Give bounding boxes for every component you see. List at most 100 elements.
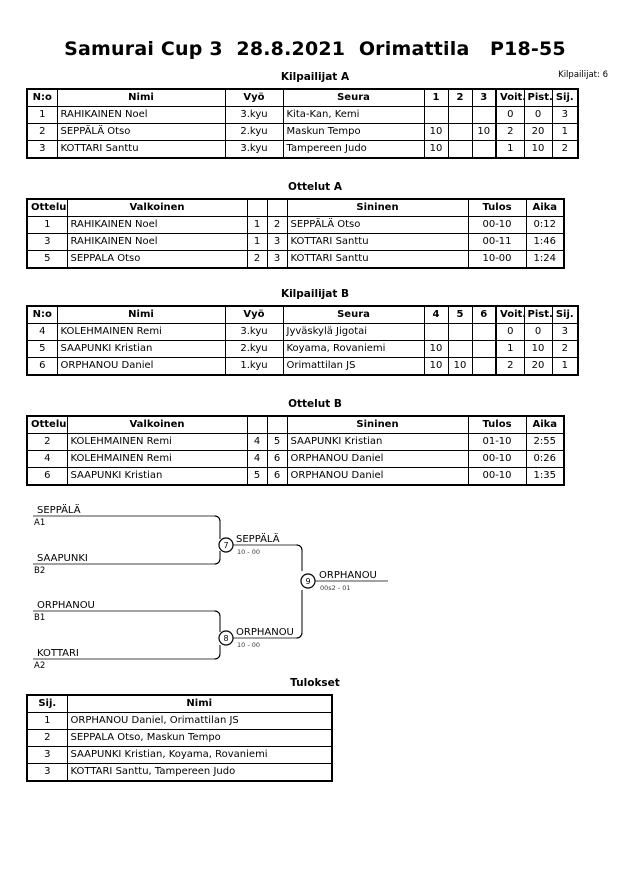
caption-matches-a: Ottelut A [288, 181, 342, 193]
col-white-no [246, 198, 268, 217]
cell-club: Koyama, Rovaniemi [282, 340, 425, 358]
cell-rank: 3 [551, 323, 579, 341]
cell-rank: 2 [26, 729, 68, 747]
cell-no: 4 [26, 323, 58, 341]
col-points: Pist. [523, 88, 553, 107]
cell-blue-no: 2 [266, 216, 288, 234]
cell-time: 0:12 [525, 216, 565, 234]
cell-white-no: 4 [246, 450, 268, 468]
cell-result: 00-10 [467, 450, 527, 468]
cell-wins: 0 [495, 323, 525, 341]
col-club: Seura [282, 88, 425, 107]
cell-grid-2 [447, 123, 473, 141]
cell-white: KOLEHMAINEN Remi [66, 433, 248, 451]
cell-name: KOLEHMAINEN Remi [56, 323, 226, 341]
cell-grid-1: 10 [423, 340, 449, 358]
cell-result: 00-10 [467, 216, 527, 234]
bracket-line-node-8-winner [232, 590, 303, 639]
cell-rank: 3 [551, 106, 579, 124]
col-match: Ottelu [26, 415, 68, 434]
cell-blue: SEPPÄLÄ Otso [286, 216, 469, 234]
cell-blue: ORPHANOU Daniel [286, 450, 469, 468]
cell-rank: 1 [26, 712, 68, 730]
col-points: Pist. [523, 305, 553, 324]
col-belt: Vyö [224, 305, 284, 324]
bracket-line-entry-1 [33, 515, 221, 539]
bracket-node-7-number: 7 [223, 541, 228, 550]
bracket-node-8-score: 10 - 00 [237, 641, 260, 649]
cell-belt: 3.kyu [224, 140, 284, 159]
cell-name: SAAPUNKI Kristian, Koyama, Rovaniemi [66, 746, 333, 764]
pool-a-table: N:o Nimi Vyö Seura 1 2 3 Voit. Pist. Sij… [26, 88, 579, 159]
cell-match: 3 [26, 233, 68, 251]
cell-points: 20 [523, 357, 553, 376]
col-wins: Voit. [495, 305, 525, 324]
col-grid-6: 6 [471, 305, 497, 324]
cell-belt: 1.kyu [224, 357, 284, 376]
cell-white: RAHIKAINEN Noel [66, 216, 248, 234]
bracket-node-7-score: 10 - 00 [237, 548, 260, 556]
cell-grid-3 [471, 323, 497, 341]
elimination-bracket: SEPPÄLÄ A1 SAAPUNKI B2 ORPHANOU B1 KOTTA… [0, 495, 630, 675]
cell-white-no: 5 [246, 467, 268, 486]
cell-grid-1: 10 [423, 357, 449, 376]
cell-name: ORPHANOU Daniel, Orimattilan JS [66, 712, 333, 730]
col-wins: Voit. [495, 88, 525, 107]
entrant-count-label: Kilpailijat: 6 [558, 70, 608, 80]
bracket-node-9-winner: ORPHANOU [319, 570, 377, 581]
cell-grid-1: 10 [423, 123, 449, 141]
col-name: Nimi [56, 305, 226, 324]
cell-points: 20 [523, 123, 553, 141]
cell-grid-1 [423, 323, 449, 341]
bracket-node-7-circle[interactable] [218, 537, 234, 553]
bracket-node-7-winner: SEPPÄLÄ [236, 532, 280, 545]
cell-club: Jyväskylä Jigotai [282, 323, 425, 341]
bracket-node-8-circle[interactable] [218, 630, 234, 646]
cell-white: SAAPUNKI Kristian [66, 467, 248, 486]
col-blue-no [266, 198, 288, 217]
cell-wins: 0 [495, 106, 525, 124]
cell-belt: 3.kyu [224, 323, 284, 341]
cell-points: 0 [523, 106, 553, 124]
cell-blue-no: 3 [266, 233, 288, 251]
cell-match: 5 [26, 250, 68, 269]
cell-result: 10-00 [467, 250, 527, 269]
cell-blue-no: 3 [266, 250, 288, 269]
cell-grid-2: 10 [447, 357, 473, 376]
cell-wins: 1 [495, 140, 525, 159]
cell-wins: 1 [495, 340, 525, 358]
cell-blue: KOTTARI Santtu [286, 233, 469, 251]
col-time: Aika [525, 415, 565, 434]
cell-grid-3 [471, 106, 497, 124]
cell-rank: 2 [551, 140, 579, 159]
caption-matches-b: Ottelut B [288, 398, 342, 410]
cell-white: KOLEHMAINEN Remi [66, 450, 248, 468]
cell-match: 1 [26, 216, 68, 234]
cell-name: RAHIKAINEN Noel [56, 106, 226, 124]
caption-pool-a: Kilpailijat A [280, 71, 350, 83]
cell-grid-3 [471, 340, 497, 358]
page-title: Samurai Cup 3 28.8.2021 Orimattila P18-5… [64, 38, 566, 60]
cell-no: 5 [26, 340, 58, 358]
bracket-node-9-circle[interactable] [300, 573, 316, 589]
cell-belt: 2.kyu [224, 340, 284, 358]
bracket-node-8-winner: ORPHANOU [236, 627, 294, 638]
table-header-row: N:o Nimi Vyö Seura 1 2 3 Voit. Pist. Sij… [26, 88, 579, 107]
cell-rank: 3 [26, 746, 68, 764]
table-header-row: Ottelu Valkoinen Sininen Tulos Aika [26, 198, 565, 217]
bracket-line-node-7-winner [232, 544, 303, 571]
cell-grid-1: 10 [423, 140, 449, 159]
cell-blue-no: 5 [266, 433, 288, 451]
cell-grid-2 [447, 106, 473, 124]
